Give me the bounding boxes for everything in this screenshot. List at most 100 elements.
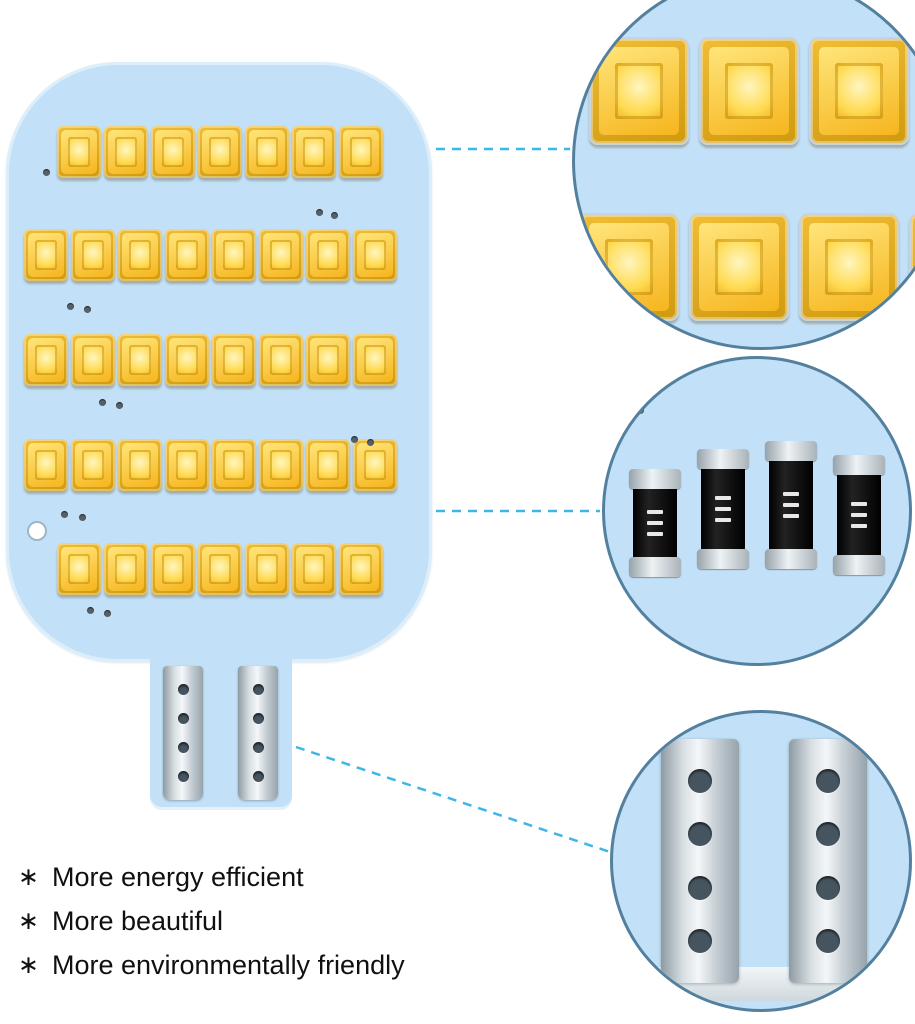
led-chip: [292, 543, 336, 595]
pin-hole: [688, 822, 712, 847]
bullet-asterisk: ∗: [18, 863, 39, 891]
resistor-terminal: [697, 449, 749, 469]
led-chip: [212, 229, 256, 281]
led-chip: [24, 229, 68, 281]
led-row-5: [57, 543, 383, 595]
contact-pin-right: [238, 666, 278, 800]
led-chip: [104, 126, 148, 178]
resistor-group: [605, 359, 909, 663]
led-chip: [259, 439, 303, 491]
smd-resistor: [765, 441, 817, 569]
resistor-body: [633, 489, 677, 557]
led-chip: [339, 543, 383, 595]
led-chip: [151, 126, 195, 178]
pin-hole: [177, 684, 189, 695]
feature-item: ∗ More energy efficient: [18, 862, 405, 906]
pin-hole: [816, 822, 840, 847]
pin-hole: [177, 742, 189, 753]
led-chip-zoom: [589, 37, 689, 145]
led-chip: [339, 126, 383, 178]
led-chip: [24, 439, 68, 491]
resistor-terminal: [629, 469, 681, 489]
pin-hole: [252, 771, 264, 782]
led-chip: [57, 126, 101, 178]
pin-hole: [816, 875, 840, 900]
feature-item: ∗ More environmentally friendly: [18, 950, 405, 994]
led-chip: [306, 439, 350, 491]
led-chip: [71, 334, 115, 386]
led-chip: [165, 334, 209, 386]
solder-via: [351, 436, 358, 443]
led-row-4: [24, 439, 397, 491]
led-chip: [165, 439, 209, 491]
resistor-terminal: [629, 557, 681, 577]
led-chip: [198, 126, 242, 178]
led-chip: [198, 543, 242, 595]
led-chip: [259, 229, 303, 281]
led-chip: [71, 439, 115, 491]
led-chip: [118, 229, 162, 281]
mount-hole: [27, 521, 47, 541]
pin-hole: [688, 929, 712, 954]
resistor-terminal: [765, 441, 817, 461]
led-row-1: [57, 126, 383, 178]
resistor-terminal: [833, 555, 885, 575]
feature-list: ∗ More energy efficient ∗ More beautiful…: [18, 862, 405, 994]
led-chip: [245, 543, 289, 595]
pin-hole: [252, 742, 264, 753]
solder-via: [61, 511, 68, 518]
resistor-marking: [783, 492, 799, 518]
led-chip: [212, 439, 256, 491]
led-chip-zoom: [799, 213, 899, 321]
solder-via: [367, 439, 374, 446]
contact-pin-zoom-right: [789, 739, 867, 983]
led-chip: [353, 229, 397, 281]
solder-via: [43, 169, 50, 176]
feature-text: More beautiful: [51, 906, 224, 936]
bullet-asterisk: ∗: [18, 907, 39, 935]
led-chip: [57, 543, 101, 595]
solder-via: [104, 610, 111, 617]
led-chip: [245, 126, 289, 178]
resistor-marking: [647, 510, 663, 536]
contact-pin-left: [163, 666, 203, 800]
smd-resistor: [697, 449, 749, 569]
feature-text: More environmentally friendly: [51, 950, 405, 980]
callout-line-bottom: [295, 745, 611, 854]
solder-via: [316, 209, 323, 216]
pin-hole: [252, 684, 264, 695]
zoom-led-row: [589, 37, 915, 145]
led-row-2: [24, 229, 397, 281]
led-chip-zoom: [809, 37, 909, 145]
solder-via: [67, 303, 74, 310]
zoom-led-row: [579, 213, 915, 321]
led-chip: [118, 439, 162, 491]
led-chip: [212, 334, 256, 386]
feature-text: More energy efficient: [51, 862, 304, 892]
solder-via: [637, 407, 644, 414]
bullet-asterisk: ∗: [18, 951, 39, 979]
led-chip-zoom: [909, 213, 915, 321]
solder-via: [79, 514, 86, 521]
pin-hole: [688, 875, 712, 900]
led-chip: [24, 334, 68, 386]
led-chip: [71, 229, 115, 281]
resistor-body: [769, 461, 813, 549]
solder-via: [99, 399, 106, 406]
resistor-terminal: [697, 549, 749, 569]
led-chip: [353, 334, 397, 386]
led-chip-zoom: [699, 37, 799, 145]
resistor-terminal: [833, 455, 885, 475]
solder-via: [84, 306, 91, 313]
resistor-marking: [715, 496, 731, 522]
solder-via: [116, 402, 123, 409]
resistor-body: [837, 475, 881, 555]
led-chip: [353, 439, 397, 491]
zoom-callout-led-chips: [572, 0, 915, 350]
pin-hole: [177, 713, 189, 724]
zoom-callout-contact-pins: [610, 710, 912, 1012]
led-chip-zoom: [689, 213, 789, 321]
led-chip: [118, 334, 162, 386]
led-chip: [151, 543, 195, 595]
